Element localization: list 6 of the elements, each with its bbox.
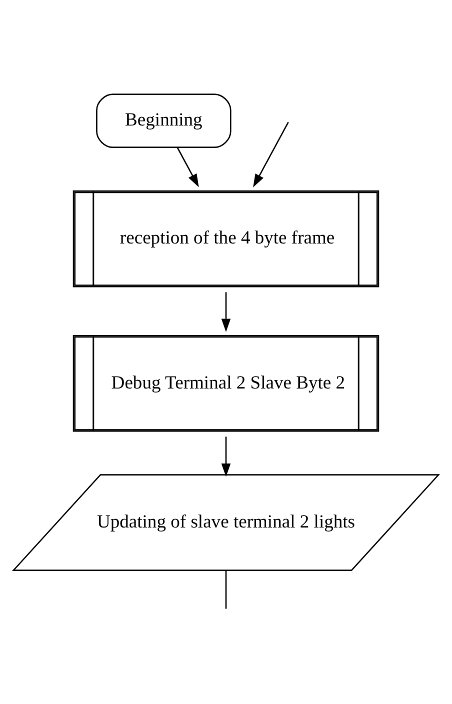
node-box: Beginning (96, 94, 232, 148)
arrow (221, 436, 231, 477)
arrow (253, 122, 289, 188)
connector (225, 570, 227, 609)
arrow (176, 147, 199, 188)
arrow (221, 292, 231, 332)
